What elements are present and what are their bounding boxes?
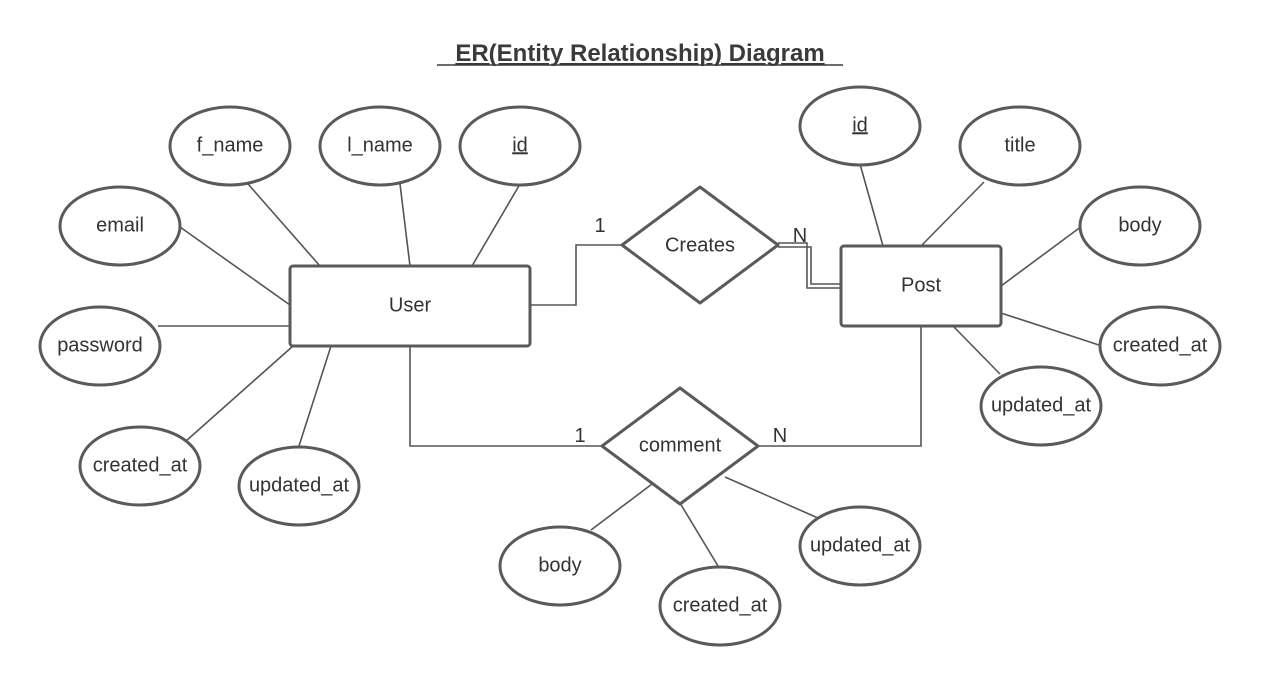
entity-post-label: Post [901, 274, 941, 296]
svg-text:l_name: l_name [347, 134, 413, 156]
attribute-comment-body[interactable]: body [498, 525, 622, 607]
attribute-user-updated-at[interactable]: updated_at [237, 445, 361, 527]
edge-creates-post-inner [778, 246, 841, 285]
attribute-user-password[interactable]: password [38, 305, 162, 387]
cardinality-post-creates: N [793, 225, 807, 247]
edge-creates-post-outer [778, 242, 841, 289]
diagram-title: ER(Entity Relationship) Diagram [455, 40, 824, 67]
edge-post-updated-at [952, 325, 1001, 375]
edge-user-created-at [185, 345, 294, 442]
relationship-creates-label: Creates [665, 234, 735, 256]
edge-post-body [1000, 225, 1083, 287]
svg-text:email: email [96, 214, 144, 236]
relationship-comment-label: comment [639, 434, 722, 456]
cardinality-user-creates: 1 [594, 215, 605, 237]
relationship-creates-diamond [620, 185, 780, 305]
svg-text:f_name: f_name [197, 134, 264, 156]
attribute-post-updated-at[interactable]: updated_at [979, 365, 1103, 447]
edges [158, 163, 1103, 567]
relationship-comment-diamond [600, 386, 760, 506]
edge-comment-post [758, 326, 922, 447]
attribute-comment-created-at[interactable]: created_at [658, 565, 782, 647]
attribute-user-created-at[interactable]: created_at [78, 425, 202, 507]
attribute-user-f-name[interactable]: f_name [168, 105, 292, 187]
attribute-post-id[interactable]: id [798, 85, 922, 167]
attribute-post-created-at[interactable]: created_at [1098, 305, 1222, 387]
svg-text:id: id [852, 114, 868, 136]
edge-post-title [920, 181, 985, 247]
entity-user[interactable]: User [288, 264, 532, 348]
edge-user-updated-at [298, 345, 332, 447]
edge-comment-created-at [679, 502, 719, 567]
edge-user-email [179, 226, 291, 306]
relationship-comment[interactable]: comment [600, 386, 760, 506]
svg-text:updated_at: updated_at [991, 394, 1092, 416]
svg-text:id: id [512, 134, 528, 156]
entity-post[interactable]: Post [839, 244, 1003, 328]
edge-comment-body [590, 483, 653, 531]
edge-post-id [859, 163, 884, 247]
svg-text:updated_at: updated_at [249, 474, 350, 496]
attribute-post-body[interactable]: body [1078, 185, 1202, 267]
entity-user-label: User [389, 294, 432, 316]
svg-text:body: body [1118, 214, 1161, 236]
svg-text:password: password [57, 334, 143, 356]
edge-user-f-name [247, 183, 321, 267]
svg-text:updated_at: updated_at [810, 534, 911, 556]
svg-text:created_at: created_at [673, 594, 768, 616]
attribute-user-email[interactable]: email [58, 185, 182, 267]
attribute-user-l-name[interactable]: l_name [318, 105, 442, 187]
svg-text:created_at: created_at [1113, 334, 1208, 356]
cardinality-post-comment: N [773, 425, 787, 447]
attribute-comment-updated-at[interactable]: updated_at [798, 505, 922, 587]
edge-user-id [471, 183, 521, 267]
edge-post-created-at [1000, 312, 1103, 347]
attribute-user-id[interactable]: id [458, 105, 582, 187]
cardinality-user-comment: 1 [574, 425, 585, 447]
entity-post-box [839, 244, 1003, 328]
svg-text:created_at: created_at [93, 454, 188, 476]
edge-user-comment [409, 346, 602, 447]
svg-text:title: title [1004, 134, 1035, 156]
attribute-post-title[interactable]: title [958, 105, 1082, 187]
entity-user-box [288, 264, 532, 348]
edge-comment-updated-at [724, 476, 819, 519]
edge-user-l-name [399, 183, 411, 267]
edge-user-creates [530, 244, 622, 306]
relationship-creates[interactable]: Creates [620, 185, 780, 305]
svg-text:body: body [538, 554, 581, 576]
